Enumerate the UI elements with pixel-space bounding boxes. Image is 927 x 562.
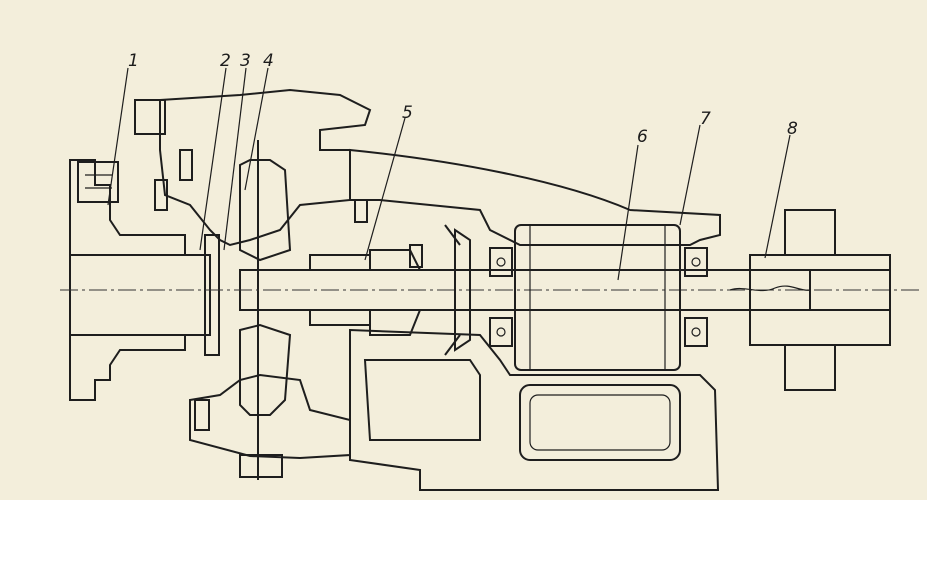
motor-rotor — [489, 224, 708, 371]
slinger-disc — [444, 224, 471, 356]
casing-bolts — [154, 149, 423, 431]
callout-3: 3 — [240, 51, 251, 71]
callout-1: 1 — [128, 51, 139, 71]
callout-7: 7 — [700, 109, 711, 129]
callout-6: 6 — [637, 127, 648, 147]
callout-5: 5 — [402, 103, 413, 123]
stuffing-box — [309, 249, 422, 336]
drawing-sheet: 1 2 3 4 5 6 7 8 — [0, 0, 927, 500]
leader-lines — [107, 67, 791, 281]
coupling — [729, 209, 891, 391]
callout-4: 4 — [263, 51, 274, 71]
pump-cross-section-drawing: 1 2 3 4 5 6 7 8 — [60, 51, 920, 491]
wear-ring — [204, 234, 220, 356]
callout-2: 2 — [220, 51, 231, 71]
volute-casing — [134, 88, 372, 478]
suction-flange — [69, 159, 211, 401]
callout-8: 8 — [787, 119, 798, 139]
bearing-frame — [349, 148, 721, 491]
